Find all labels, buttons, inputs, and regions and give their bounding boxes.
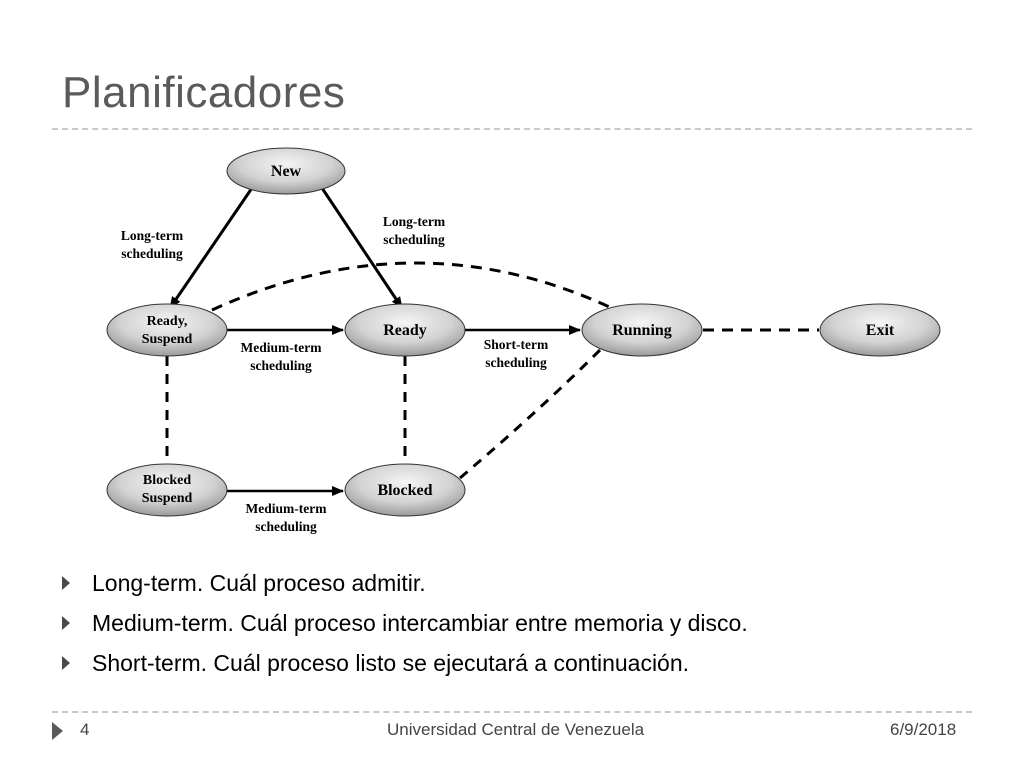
node-blocked-suspend-label-1: Blocked — [143, 473, 191, 488]
footer-triangle-icon — [52, 722, 63, 740]
edge-label-long-term-left-1: Long-term — [121, 228, 184, 243]
edge-label-medium-term-top-2: scheduling — [250, 358, 312, 373]
node-ready-suspend-label-2: Suspend — [142, 332, 193, 347]
edge-new-to-ready-suspend — [168, 187, 254, 309]
node-blocked: Blocked — [344, 463, 466, 517]
edge-label-long-term-left-2: scheduling — [121, 246, 183, 261]
edge-label-medium-term-top-1: Medium-term — [241, 340, 323, 355]
footer-date: 6/9/2018 — [890, 720, 957, 739]
node-ready-suspend-label-1: Ready, — [147, 314, 188, 329]
edge-running-to-blocked — [459, 348, 602, 480]
edge-running-to-ready-suspend-arc — [211, 261, 621, 314]
bullet-item: Medium-term. Cuál proceso intercambiar e… — [62, 603, 748, 643]
node-new-label: New — [271, 163, 302, 180]
node-blocked-label: Blocked — [377, 482, 432, 499]
node-ready-label: Ready — [383, 322, 427, 339]
bullet-list: Long-term. Cuál proceso admitir. Medium-… — [62, 563, 748, 683]
node-running-label: Running — [612, 322, 672, 339]
triangle-bullet-icon — [62, 656, 70, 670]
footer-institution: Universidad Central de Venezuela — [387, 720, 645, 739]
page-number: 4 — [80, 720, 90, 739]
node-blocked-suspend-label-2: Suspend — [142, 491, 193, 506]
bullet-item: Long-term. Cuál proceso admitir. — [62, 563, 748, 603]
node-new: New — [226, 147, 346, 195]
process-state-diagram: New Ready, Suspend Ready Running Exit Bl… — [106, 147, 941, 534]
node-exit: Exit — [819, 303, 941, 357]
edge-label-short-term-2: scheduling — [485, 355, 547, 370]
node-blocked-suspend: Blocked Suspend — [106, 463, 228, 517]
edge-label-medium-term-bottom-2: scheduling — [255, 519, 317, 534]
node-exit-label: Exit — [866, 322, 895, 339]
node-ready: Ready — [344, 303, 466, 357]
edge-label-long-term-right-2: scheduling — [383, 232, 445, 247]
bullet-text: Medium-term. Cuál proceso intercambiar e… — [92, 610, 748, 636]
triangle-bullet-icon — [62, 616, 70, 630]
node-running: Running — [581, 303, 703, 357]
title-divider — [52, 128, 972, 130]
footer-divider — [52, 711, 972, 713]
node-ready-suspend: Ready, Suspend — [106, 303, 228, 357]
bullet-text: Short-term. Cuál proceso listo se ejecut… — [92, 650, 690, 676]
edge-label-short-term-1: Short-term — [484, 337, 549, 352]
bullet-text: Long-term. Cuál proceso admitir. — [92, 570, 426, 596]
bullet-item: Short-term. Cuál proceso listo se ejecut… — [62, 643, 748, 683]
triangle-bullet-icon — [62, 576, 70, 590]
edge-new-to-ready — [320, 187, 404, 309]
edge-label-medium-term-bottom-1: Medium-term — [246, 501, 328, 516]
slide-title: Planificadores — [62, 68, 346, 117]
edge-label-long-term-right-1: Long-term — [383, 214, 446, 229]
